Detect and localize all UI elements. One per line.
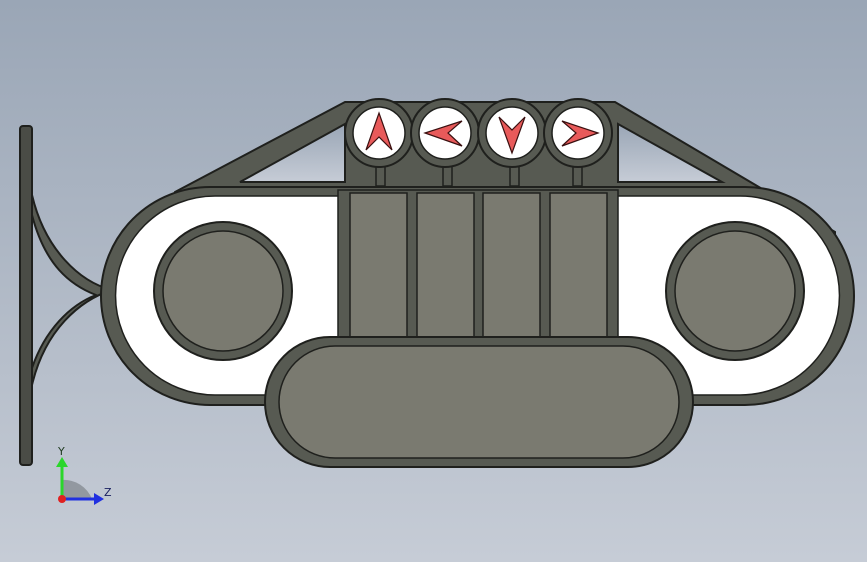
z-axis-label: Z bbox=[104, 486, 112, 499]
arrow-button-down[interactable] bbox=[477, 98, 547, 168]
arrow-left-icon bbox=[423, 120, 463, 147]
mounting-bracket[interactable] bbox=[19, 125, 116, 466]
controller-holder[interactable] bbox=[100, 101, 855, 468]
arrow-down-icon bbox=[498, 116, 526, 155]
y-axis-label: Y bbox=[57, 445, 65, 458]
arrow-up-icon bbox=[365, 111, 393, 151]
arrow-button-up[interactable] bbox=[344, 98, 414, 168]
coordinate-triad: Y Z bbox=[56, 445, 112, 505]
pocket-slot-4[interactable] bbox=[549, 192, 608, 339]
pocket-slot-2[interactable] bbox=[416, 192, 475, 339]
arrow-button-right[interactable] bbox=[543, 98, 613, 168]
arrow-button-left[interactable] bbox=[410, 98, 480, 168]
pocket-slot-3[interactable] bbox=[482, 192, 541, 339]
pocket-slot-1[interactable] bbox=[349, 192, 408, 339]
x-axis-origin bbox=[58, 495, 66, 503]
arrow-right-icon bbox=[561, 120, 600, 147]
